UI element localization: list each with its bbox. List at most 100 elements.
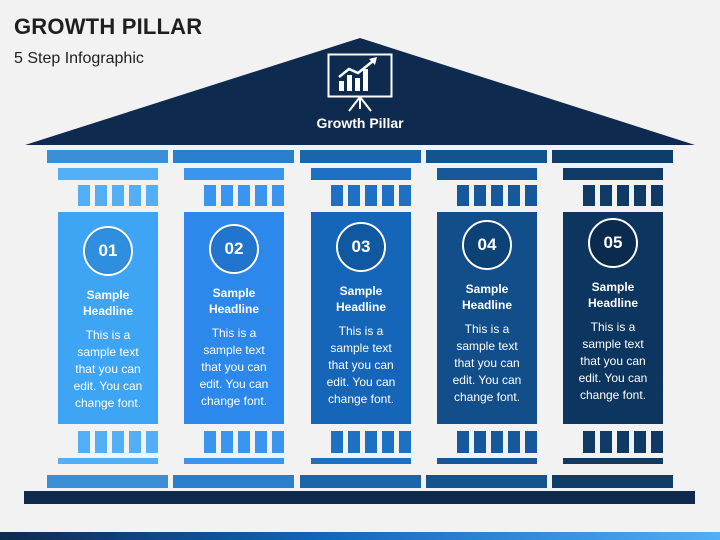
pillar-flute bbox=[95, 185, 107, 206]
pillar-base-flute bbox=[457, 431, 469, 453]
pillar-base-flute bbox=[382, 431, 394, 453]
pillar-base-flute bbox=[474, 431, 486, 453]
step-body-text: This is a sample text that you can edit.… bbox=[452, 322, 522, 404]
pillar-base-flute bbox=[221, 431, 233, 453]
growth-chart-board-icon bbox=[327, 53, 393, 112]
pillar-flute bbox=[508, 185, 520, 206]
pillar-base-flute bbox=[491, 431, 503, 453]
pillar-capital-band bbox=[437, 168, 537, 180]
pillar-base-band bbox=[437, 458, 537, 464]
pillar-base-flute bbox=[95, 431, 107, 453]
pillar-flute bbox=[525, 185, 537, 206]
bottom-stripe bbox=[0, 532, 720, 540]
pillar-plinth bbox=[47, 475, 168, 488]
pillar-flute bbox=[382, 185, 394, 206]
step-body-text: This is a sample text that you can edit.… bbox=[326, 324, 396, 406]
pillar-flute bbox=[583, 185, 595, 206]
pillar-flute bbox=[255, 185, 267, 206]
pillar-capital-band bbox=[311, 168, 411, 180]
pillar-base-flute bbox=[399, 431, 411, 453]
pillar-capital-band bbox=[58, 168, 158, 180]
pillar-base-flute bbox=[331, 431, 343, 453]
step-number-circle: 02 bbox=[209, 224, 259, 274]
pillar-plinth bbox=[426, 475, 547, 488]
pillar-flute bbox=[457, 185, 469, 206]
pillar-flute bbox=[78, 185, 90, 206]
pillar-base-flute bbox=[272, 431, 284, 453]
pillar-base-band bbox=[58, 458, 158, 464]
pillar-flute bbox=[600, 185, 612, 206]
pillar-base-band bbox=[311, 458, 411, 464]
pillar-base-flute bbox=[146, 431, 158, 453]
pillar-base-flute bbox=[600, 431, 612, 453]
pillar-base-flute bbox=[348, 431, 360, 453]
pillar-plinth bbox=[300, 475, 421, 488]
pillar-base-flute bbox=[634, 431, 646, 453]
pillar-capital-top bbox=[173, 150, 294, 163]
step-number-circle: 03 bbox=[336, 222, 386, 272]
pillar-flute bbox=[112, 185, 124, 206]
pillar-flute bbox=[238, 185, 250, 206]
pillar-flute bbox=[221, 185, 233, 206]
pillar-capital-band bbox=[184, 168, 284, 180]
step-body-text: This is a sample text that you can edit.… bbox=[199, 326, 269, 408]
pillar-flute bbox=[365, 185, 377, 206]
step-headline: Sample Headline bbox=[335, 284, 386, 314]
pillar-flute bbox=[491, 185, 503, 206]
pillar-flute bbox=[474, 185, 486, 206]
pillar-base-flute bbox=[129, 431, 141, 453]
pillar-base-flute bbox=[204, 431, 216, 453]
pillar-plinth bbox=[173, 475, 294, 488]
pillar-base-flute bbox=[651, 431, 663, 453]
pillar-base-band bbox=[184, 458, 284, 464]
pillar-flute bbox=[348, 185, 360, 206]
step-number-circle: 01 bbox=[83, 226, 133, 276]
pillar-base-flute bbox=[583, 431, 595, 453]
pillar-flute bbox=[146, 185, 158, 206]
step-number-circle: 04 bbox=[462, 220, 512, 270]
pillar-roof bbox=[25, 38, 695, 145]
step-number-circle: 05 bbox=[588, 218, 638, 268]
pillar-flute bbox=[634, 185, 646, 206]
pillar-flute bbox=[651, 185, 663, 206]
pillar-capital-top bbox=[47, 150, 168, 163]
pillar-capital-band bbox=[563, 168, 663, 180]
step-headline: Sample Headline bbox=[587, 280, 638, 310]
pillar-base bbox=[24, 491, 695, 504]
step-body-text: This is a sample text that you can edit.… bbox=[578, 320, 648, 402]
pillar-capital-top bbox=[426, 150, 547, 163]
page-title: GROWTH PILLAR bbox=[14, 14, 203, 39]
pillar-flute bbox=[272, 185, 284, 206]
pillar-base-flute bbox=[508, 431, 520, 453]
step-headline: Sample Headline bbox=[82, 288, 133, 318]
pillar-flute bbox=[331, 185, 343, 206]
step-body-text: This is a sample text that you can edit.… bbox=[73, 328, 143, 410]
pillar-capital-top bbox=[300, 150, 421, 163]
pillar-flute bbox=[399, 185, 411, 206]
pillar-base-flute bbox=[617, 431, 629, 453]
page-subtitle: 5 Step Infographic bbox=[14, 50, 144, 67]
pillar-base-flute bbox=[525, 431, 537, 453]
pillar-flute bbox=[617, 185, 629, 206]
step-headline: Sample Headline bbox=[461, 282, 512, 312]
pillar-base-flute bbox=[255, 431, 267, 453]
step-headline: Sample Headline bbox=[208, 286, 259, 316]
pillar-base-flute bbox=[78, 431, 90, 453]
roof-label: Growth Pillar bbox=[316, 115, 404, 131]
pillar-flute bbox=[204, 185, 216, 206]
pillar-base-flute bbox=[112, 431, 124, 453]
pillar-plinth bbox=[552, 475, 673, 488]
pillar-capital-top bbox=[552, 150, 673, 163]
pillar-base-band bbox=[563, 458, 663, 464]
pillar-base-flute bbox=[238, 431, 250, 453]
pillar-flute bbox=[129, 185, 141, 206]
